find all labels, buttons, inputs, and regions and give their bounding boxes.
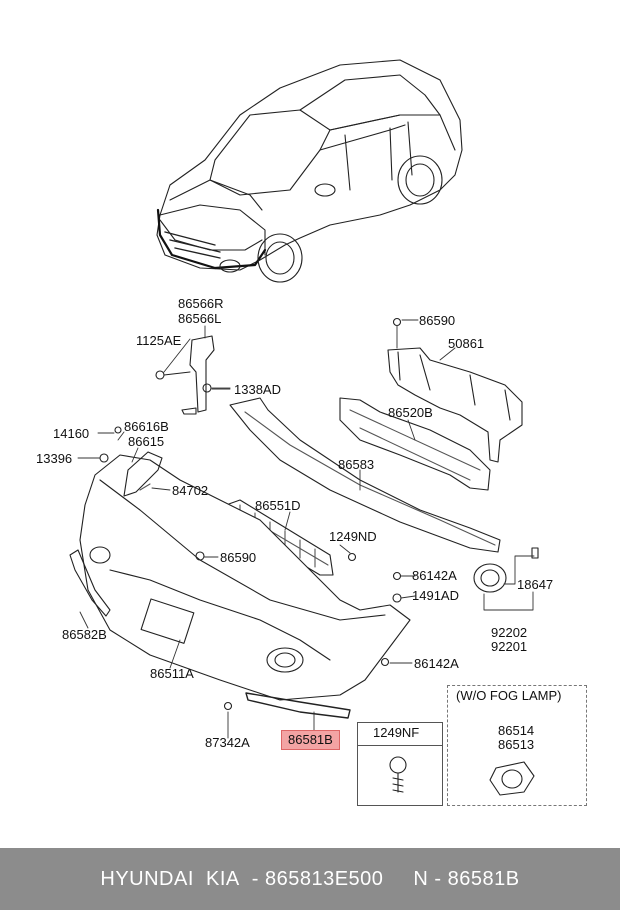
screw-1249nf <box>389 756 407 793</box>
label-86590-mid: 86590 <box>220 550 257 565</box>
strip-86581b <box>245 692 351 719</box>
label-86590-top: 86590 <box>419 313 456 328</box>
part-info-footer: HYUNDAI KIA - 865813E500 N - 86581B <box>0 848 620 910</box>
label-13396: 13396 <box>36 451 73 466</box>
label-1249nd: 1249ND <box>329 529 377 544</box>
footer-ref-code: N - 86581B <box>413 867 520 890</box>
box-1249nf-header <box>357 722 443 746</box>
bumper-86511a <box>79 454 411 701</box>
label-wo-fog-lamp: (W/O FOG LAMP) <box>456 688 562 703</box>
label-86583: 86583 <box>338 457 375 472</box>
label-84702: 84702 <box>172 483 209 498</box>
footer-brand: HYUNDAI KIA <box>100 867 240 890</box>
label-92202: 92202 <box>491 625 528 640</box>
label-86615: 86615 <box>128 434 165 449</box>
bracket-86566 <box>155 335 231 415</box>
label-1125ae: 1125AE <box>136 333 182 348</box>
label-86142a-upper: 86142A <box>412 568 457 583</box>
box-wo-fog-lamp <box>447 685 587 806</box>
absorber-50861 <box>387 317 523 463</box>
label-86520b: 86520B <box>388 405 433 420</box>
label-86616b: 86616B <box>124 419 169 434</box>
fasteners <box>99 426 402 711</box>
cover-86514 <box>489 761 535 796</box>
label-86566l: 86566L <box>178 311 222 326</box>
label-86142a-lower: 86142A <box>414 656 459 671</box>
label-1491ad: 1491AD <box>412 588 459 603</box>
bracket-86615 <box>123 451 163 497</box>
fog-lamp-92202 <box>473 547 539 593</box>
label-86566r: 86566R <box>178 296 224 311</box>
label-14160: 14160 <box>53 426 90 441</box>
label-86511a: 86511A <box>150 666 194 681</box>
footer-part-number: - 865813E500 <box>251 867 384 890</box>
label-18647: 18647 <box>517 577 554 592</box>
diagram-drawing <box>69 59 539 796</box>
label-86513: 86513 <box>498 737 535 752</box>
vehicle-illustration <box>156 59 463 283</box>
label-87342a: 87342A <box>205 735 250 750</box>
label-1338ad: 1338AD <box>234 382 281 397</box>
label-1249nf: 1249NF <box>373 725 420 740</box>
label-92201: 92201 <box>491 639 528 654</box>
parts-diagram: 86566R 86566L 1125AE 1338AD 86590 50861 … <box>36 59 587 806</box>
label-86514: 86514 <box>498 723 535 738</box>
label-86551d: 86551D <box>255 498 301 513</box>
label-86581b-highlighted: 86581B <box>281 730 340 750</box>
molding-86582b <box>69 549 111 617</box>
label-50861: 50861 <box>448 336 485 351</box>
label-86582b: 86582B <box>62 627 107 642</box>
